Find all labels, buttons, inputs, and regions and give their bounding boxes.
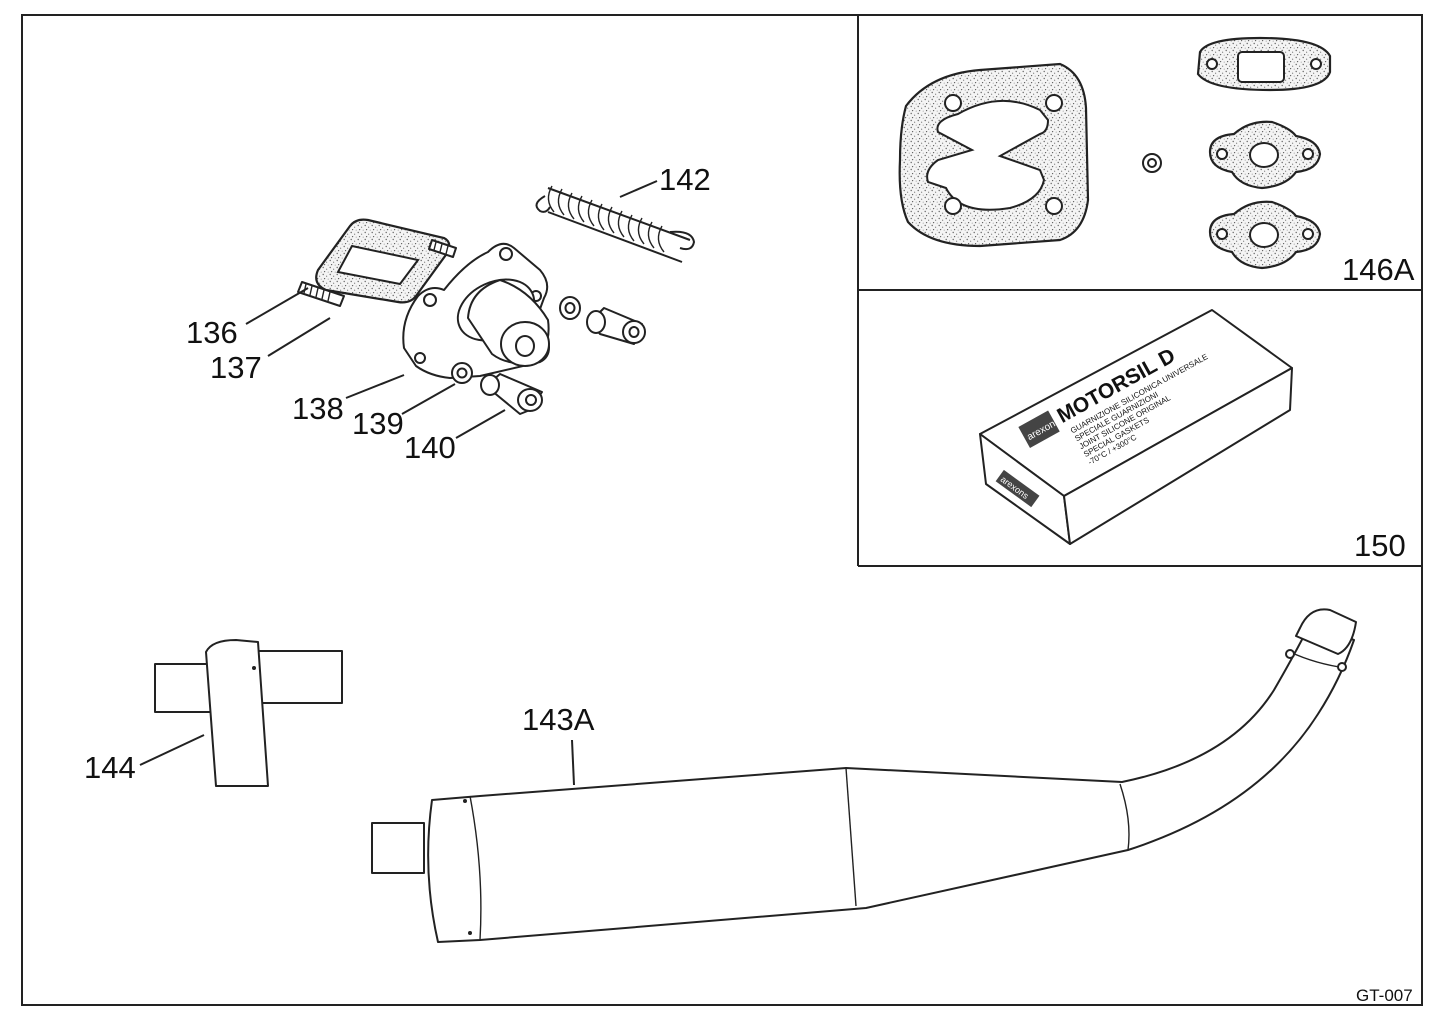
drawing-code: GT-007 bbox=[1356, 986, 1413, 1005]
washer-139 bbox=[451, 362, 473, 384]
sealant-box-150: arexons MOTORSIL D GUARNIZIONE SILICONIC… bbox=[979, 309, 1293, 545]
exhaust-pipe-143A bbox=[371, 608, 1357, 943]
leader-143A bbox=[571, 739, 575, 786]
callout-144: 144 bbox=[84, 750, 136, 785]
callout-143A: 143A bbox=[522, 702, 595, 737]
leader-138 bbox=[345, 374, 405, 399]
leader-137 bbox=[267, 317, 331, 357]
leader-142 bbox=[619, 180, 658, 198]
drawing-frame bbox=[21, 14, 1423, 1006]
nut-140b bbox=[586, 307, 646, 345]
callout-138: 138 bbox=[292, 391, 344, 426]
gasket-set-146A bbox=[898, 36, 1332, 270]
exhaust-flange-138 bbox=[402, 242, 550, 379]
manifold-gasket-137 bbox=[297, 218, 457, 307]
leader-140 bbox=[455, 409, 506, 439]
nut-140 bbox=[480, 373, 543, 415]
callout-139: 139 bbox=[352, 406, 404, 441]
callout-146A: 146A bbox=[1342, 252, 1415, 287]
callout-142: 142 bbox=[659, 162, 711, 197]
leader-144 bbox=[139, 734, 205, 766]
callout-136: 136 bbox=[186, 315, 238, 350]
callout-140: 140 bbox=[404, 430, 456, 465]
callout-150: 150 bbox=[1354, 528, 1406, 563]
stud-136 bbox=[297, 281, 345, 307]
leader-139 bbox=[401, 383, 456, 415]
sleeve-144 bbox=[154, 639, 343, 787]
callout-137: 137 bbox=[210, 350, 262, 385]
spring-142 bbox=[535, 185, 696, 263]
leader-136 bbox=[245, 287, 309, 325]
washer-139b bbox=[559, 296, 581, 320]
